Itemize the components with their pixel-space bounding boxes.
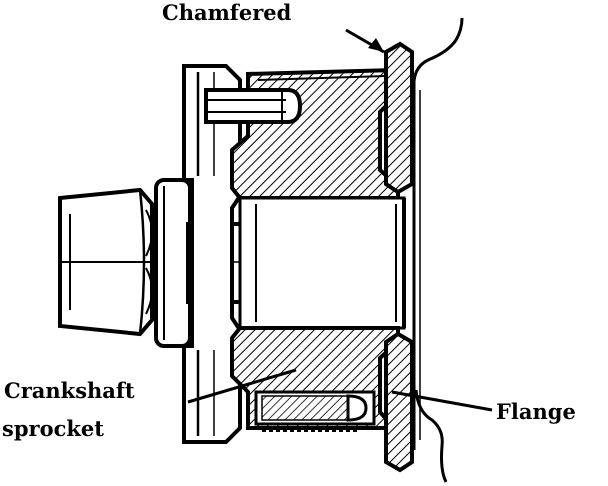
label-sprocket: sprocket (2, 416, 104, 441)
bolt-head (58, 187, 154, 337)
sprocket-bore (238, 196, 406, 330)
label-chamfered: Chamfered (162, 0, 292, 25)
flange (384, 41, 421, 473)
dowel-pin (204, 88, 303, 124)
leader-lines (187, 28, 493, 412)
bolt-washer (154, 178, 192, 348)
engine-block-outline (412, 17, 464, 483)
lower-bolt (254, 390, 376, 432)
label-crankshaft: Crankshaft (4, 378, 135, 403)
label-flange: Flange (496, 399, 576, 424)
